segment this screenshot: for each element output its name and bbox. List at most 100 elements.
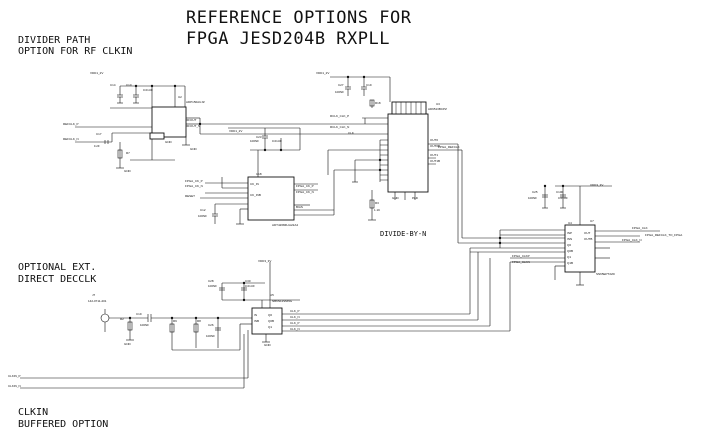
svg-text:OUT0: OUT0	[430, 138, 438, 142]
svg-text:ADT4268ZLIA22A4: ADT4268ZLIA22A4	[272, 223, 298, 227]
svg-text:AD9513BCPZ: AD9513BCPZ	[428, 107, 447, 111]
svg-text:C28: C28	[208, 279, 214, 283]
svg-text:U2: U2	[178, 95, 182, 99]
svg-text:0.01UF: 0.01UF	[143, 88, 153, 92]
svg-text:Q1B: Q1B	[567, 261, 573, 265]
svg-text:IN: IN	[254, 313, 257, 317]
svg-text:C23: C23	[256, 135, 262, 139]
svg-text:CLK_P: CLK_P	[290, 321, 300, 325]
svg-text:BIAS: BIAS	[296, 205, 303, 209]
svg-text:Q0B: Q0B	[567, 249, 573, 253]
svg-text:C19: C19	[366, 83, 372, 87]
svg-text:FPGA_CLK_N: FPGA_CLK_N	[622, 238, 642, 242]
svg-text:RESET: RESET	[185, 194, 195, 198]
ext-clk-note-line-2: DIRECT DECCLK	[18, 274, 96, 285]
svg-text:INB: INB	[254, 319, 259, 323]
divider-path-note-line-2: OPTION FOR RF CLKIN	[18, 46, 132, 57]
svg-text:FPGA_CLKN: FPGA_CLKN	[512, 260, 530, 264]
svg-text:C19: C19	[136, 312, 142, 316]
svg-text:FPGA_CK_P: FPGA_CK_P	[296, 184, 314, 188]
svg-text:R7: R7	[126, 151, 130, 155]
svg-text:RFOUT: RFOUT	[186, 118, 196, 122]
svg-text:FPGA_CLKP: FPGA_CLKP	[512, 254, 530, 258]
svg-text:C25: C25	[532, 190, 538, 194]
svg-text:Q0B: Q0B	[268, 319, 274, 323]
ext-clk-note-line-1: OPTIONAL EXT.	[18, 262, 96, 273]
svg-text:PAD: PAD	[412, 196, 419, 200]
svg-text:GND: GND	[124, 342, 132, 346]
svg-text:GND: GND	[264, 343, 272, 347]
svg-text:142-0711-201: 142-0711-201	[88, 299, 107, 303]
svg-text:GND: GND	[190, 147, 198, 151]
svg-text:100NF: 100NF	[208, 284, 217, 288]
svg-text:1.1K: 1.1K	[374, 208, 380, 212]
clock-buffer-ic-u7: VDD3_3V C25 C100 100NF 0.01UF U4 U7 INP …	[470, 183, 682, 286]
svg-text:C30: C30	[245, 279, 251, 283]
svg-text:C14: C14	[110, 83, 116, 87]
svg-text:C27: C27	[338, 83, 344, 87]
svg-text:1UF: 1UF	[94, 144, 100, 148]
svg-text:Q1: Q1	[567, 255, 571, 259]
svg-text:VDD3_3V: VDD3_3V	[590, 183, 603, 187]
divider-path-note-line-1: DIVIDER PATH	[18, 35, 90, 46]
svg-text:OUT0B: OUT0B	[430, 144, 440, 148]
balun-block: VDD1_2V C14 C10 0.01UF U2 ADP150AUJZ RFO…	[63, 71, 365, 173]
svg-text:100NF: 100NF	[250, 139, 259, 143]
svg-text:C100: C100	[556, 190, 564, 194]
svg-text:REFCLK_N: REFCLK_N	[63, 137, 79, 141]
svg-text:C12: C12	[200, 208, 206, 212]
svg-text:CLK_N: CLK_N	[290, 327, 300, 331]
svg-text:CLKIN_P: CLKIN_P	[8, 374, 21, 378]
svg-text:CLK: CLK	[348, 131, 354, 135]
svg-text:0.01UF: 0.01UF	[558, 196, 568, 200]
svg-text:R18: R18	[375, 101, 381, 105]
title-line-1: REFERENCE OPTIONS FOR	[186, 8, 412, 28]
svg-text:R3: R3	[375, 201, 379, 205]
svg-text:NB6N11SMNG: NB6N11SMNG	[272, 299, 293, 303]
buffer-ic-u18: U18 FPGA_CK_P FPGA_CK_N RESET CK_IN CK_I…	[185, 127, 380, 227]
svg-text:100NF: 100NF	[206, 334, 215, 338]
divide-by-n-label: DIVIDE-BY-N	[380, 230, 426, 238]
svg-text:FPGA_CK_N: FPGA_CK_N	[185, 184, 203, 188]
svg-text:0.01UF: 0.01UF	[245, 284, 255, 288]
svg-text:R8: R8	[197, 319, 201, 323]
divider-ic-u3: VDD1_2V C27 C19 100NF R18 U3 AD9513BCPZ …	[316, 71, 500, 244]
svg-text:100NF: 100NF	[528, 196, 537, 200]
svg-text:CLKIN_N: CLKIN_N	[8, 384, 21, 388]
svg-text:FPGA_CK_P: FPGA_CK_P	[185, 179, 203, 183]
svg-text:CK_IN: CK_IN	[250, 182, 259, 186]
svg-text:RCLK_CLK_N: RCLK_CLK_N	[330, 125, 349, 129]
svg-text:CLK_P: CLK_P	[290, 309, 300, 313]
svg-text:U7: U7	[590, 219, 594, 223]
svg-text:U18: U18	[256, 172, 262, 176]
svg-text:GND: GND	[165, 140, 173, 144]
svg-text:INN: INN	[567, 237, 572, 241]
svg-text:C26: C26	[208, 323, 214, 327]
svg-text:OUT1B: OUT1B	[430, 159, 440, 163]
svg-text:VDD1_2V: VDD1_2V	[90, 71, 103, 75]
junction-dots	[128, 75, 565, 320]
svg-text:OUT: OUT	[584, 231, 591, 235]
title-line-2: FPGA JESD204B RXPLL	[186, 29, 390, 49]
svg-text:U4: U4	[568, 221, 572, 225]
svg-text:Q0: Q0	[567, 243, 571, 247]
ext-clock-circuit: J7 142-0711-201 C19 100NF R2 R9 R8 C26 1…	[8, 248, 511, 389]
clkin-buffered-note-line-2: BUFFERED OPTION	[18, 419, 108, 430]
svg-text:GND: GND	[392, 196, 400, 200]
svg-text:VDD1_2V: VDD1_2V	[229, 129, 242, 133]
svg-text:R9: R9	[173, 319, 177, 323]
svg-text:100NF: 100NF	[140, 323, 149, 327]
svg-text:100NF: 100NF	[335, 90, 344, 94]
svg-text:Q1: Q1	[268, 325, 272, 329]
svg-text:0.01UF: 0.01UF	[272, 139, 282, 143]
svg-text:J7: J7	[92, 293, 96, 297]
svg-text:U3: U3	[436, 102, 440, 106]
svg-text:REFCLK_P: REFCLK_P	[63, 122, 79, 126]
svg-text:INP: INP	[567, 231, 572, 235]
svg-text:100NF: 100NF	[198, 214, 207, 218]
svg-text:CK_INB: CK_INB	[250, 193, 261, 197]
svg-text:OUTB: OUTB	[584, 237, 592, 241]
svg-text:CLK_N: CLK_N	[290, 315, 300, 319]
svg-text:C10: C10	[126, 83, 132, 87]
svg-text:RCLK_CLK_P: RCLK_CLK_P	[330, 114, 349, 118]
